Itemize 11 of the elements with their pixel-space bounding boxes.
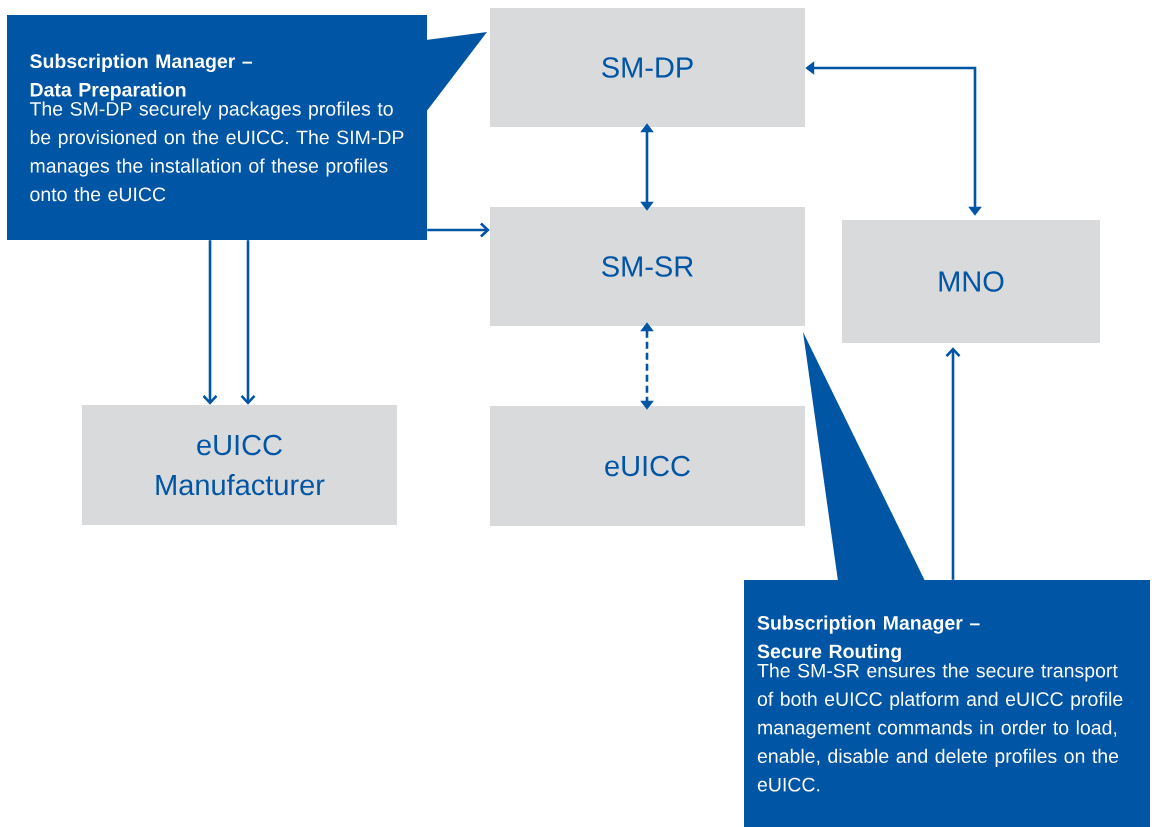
process-box: SM-DP xyxy=(490,8,805,127)
process-box: SM-SR xyxy=(490,207,805,326)
process-box: eUICC Manufacturer xyxy=(82,405,397,525)
process-box: MNO xyxy=(842,220,1100,343)
process-box: eUICC xyxy=(490,406,805,526)
callout-box: Subscription Manager – Secure Routing The SM-SR ensures the secure transport of both eUICC platform and eUICC profile management commands in order to load, enable, disable and delete profiles on the eUICC. xyxy=(744,332,1150,827)
arrow xyxy=(945,347,961,580)
arrow xyxy=(240,240,256,405)
arrow xyxy=(202,240,218,405)
arrow xyxy=(427,222,490,238)
callout-box: Subscription Manager – Data Preparation The SM-DP securely packages profiles to be provisioned on the eUICC. The SIM-DP manages the installation of these profiles onto the eUICC xyxy=(7,15,487,240)
